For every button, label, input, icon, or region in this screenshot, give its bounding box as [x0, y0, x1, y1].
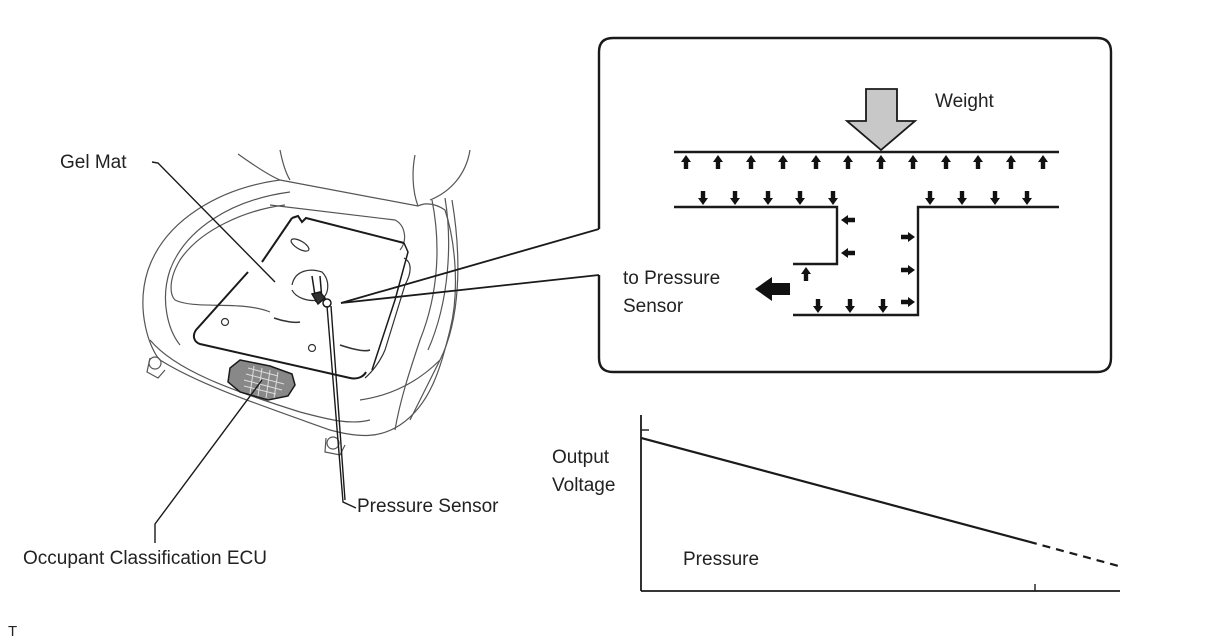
gel-mat-right-edge [371, 242, 409, 371]
pressure-arrow-up-icon [1006, 155, 1016, 169]
callout-leader-bottom [340, 274, 600, 304]
pressure-arrow-up-icon [1038, 155, 1048, 169]
chart-series-line-dashed [1028, 540, 1121, 568]
seatback-left-bolster [279, 149, 291, 181]
weight-arrow-icon [844, 88, 918, 152]
pressure-arrow-down-icon [845, 299, 855, 313]
chamber-right-wall [793, 205, 1059, 317]
pressure-sensor-port [322, 298, 332, 308]
chart-series-group [640, 436, 1121, 568]
seat-illustration [142, 149, 471, 456]
pressure-arrow-down-icon [925, 191, 935, 205]
seat-lower-contour [149, 339, 371, 423]
pressure-arrow-down-icon [957, 191, 967, 205]
pressure-arrow-up-icon [908, 155, 918, 169]
seat-inner-shell [164, 191, 291, 346]
pressure-arrow-down-icon [1022, 191, 1032, 205]
voltage-pressure-chart [640, 415, 1121, 592]
seat-bracket-right-detail [324, 437, 346, 456]
gel-mat-label: Gel Mat [60, 152, 127, 173]
pressure-sensor-leader-2 [330, 305, 346, 501]
to-pressure-sensor-label-line2: Sensor [623, 296, 684, 317]
seat-cushion-right-edge [269, 204, 406, 251]
chart-ylabel-line2: Voltage [552, 475, 616, 496]
chart-ylabel-line1: Output [552, 447, 610, 468]
pressure-arrows [681, 155, 1048, 313]
gel-mat-sensor-recess [291, 269, 329, 302]
pressure-arrow-down-icon [990, 191, 1000, 205]
gel-mat-features [220, 238, 411, 379]
seat-side-strip-3 [409, 199, 459, 421]
pressure-arrow-up-icon [973, 155, 983, 169]
pressure-arrow-up-icon [876, 155, 886, 169]
callout-leader-top [340, 228, 600, 304]
callout-box [597, 36, 1113, 374]
seat-bracket-left-detail [146, 357, 166, 379]
pressure-arrow-down-icon [763, 191, 773, 205]
pressure-arrow-down-icon [698, 191, 708, 205]
gel-mat-leader [151, 161, 276, 283]
pressure-arrow-up-icon [801, 267, 811, 281]
gel-mat-outline [192, 214, 405, 380]
seat-side-strip-2 [427, 197, 450, 351]
pressure-arrow-down-icon [878, 299, 888, 313]
chart-xlabel: Pressure [683, 549, 760, 570]
pressure-arrow-down-icon [813, 299, 823, 313]
pressure-sensor-device [310, 275, 332, 308]
pressure-arrow-right-icon [901, 297, 915, 307]
pressure-arrow-down-icon [828, 191, 838, 205]
pressure-arrow-up-icon [843, 155, 853, 169]
pressure-arrow-up-icon [811, 155, 821, 169]
pressure-sensor-label: Pressure Sensor [357, 496, 499, 517]
pressure-sensor-leader-1 [326, 305, 357, 509]
pressure-arrow-up-icon [746, 155, 756, 169]
pressure-arrow-down-icon [730, 191, 740, 205]
pressure-arrow-left-icon [841, 248, 855, 258]
footer-mark: T [8, 623, 18, 640]
seat-outer-shell [142, 179, 457, 437]
pressure-arrow-left-icon [841, 215, 855, 225]
seatback-left-contour [237, 153, 281, 181]
gel-mat-slot-top [290, 238, 310, 252]
ecu-label: Occupant Classification ECU [23, 548, 267, 569]
weight-label: Weight [935, 91, 994, 112]
pressure-arrow-right-icon [901, 232, 915, 242]
leader-lines [151, 161, 600, 543]
callout-box-border [597, 36, 1113, 374]
gel-mat-slot-right [339, 344, 371, 352]
gel-mat-hole-left [220, 317, 230, 327]
gel-mat-slot-mid [273, 317, 301, 324]
to-pressure-sensor-label-line1: to Pressure [623, 268, 721, 289]
gel-mat-plate [192, 214, 409, 380]
to-pressure-sensor-arrow-icon [755, 277, 790, 301]
chart-series-line-solid [640, 436, 1030, 543]
seat-bracket-right [326, 436, 340, 450]
seatback-right-contour [412, 154, 419, 207]
pressure-arrow-up-icon [778, 155, 788, 169]
gel-chamber-walls [674, 150, 1059, 317]
seat-inner-cushion [170, 204, 286, 313]
seat-bracket-left [148, 356, 162, 370]
pressure-sensor-hub [310, 291, 327, 306]
seat-side-strip-1 [394, 199, 438, 431]
chamber-left-wall [674, 205, 839, 266]
pressure-arrow-up-icon [941, 155, 951, 169]
seatback-right-bolster [429, 149, 471, 201]
ecu-leader [154, 379, 263, 543]
gel-mat-right-bracket [364, 257, 411, 379]
pressure-arrow-right-icon [901, 265, 915, 275]
pressure-arrow-down-icon [795, 191, 805, 205]
gel-mat-hole-bottom [307, 343, 317, 353]
pressure-arrow-up-icon [681, 155, 691, 169]
seat-lower-contour-right [359, 359, 441, 401]
pressure-arrow-up-icon [713, 155, 723, 169]
